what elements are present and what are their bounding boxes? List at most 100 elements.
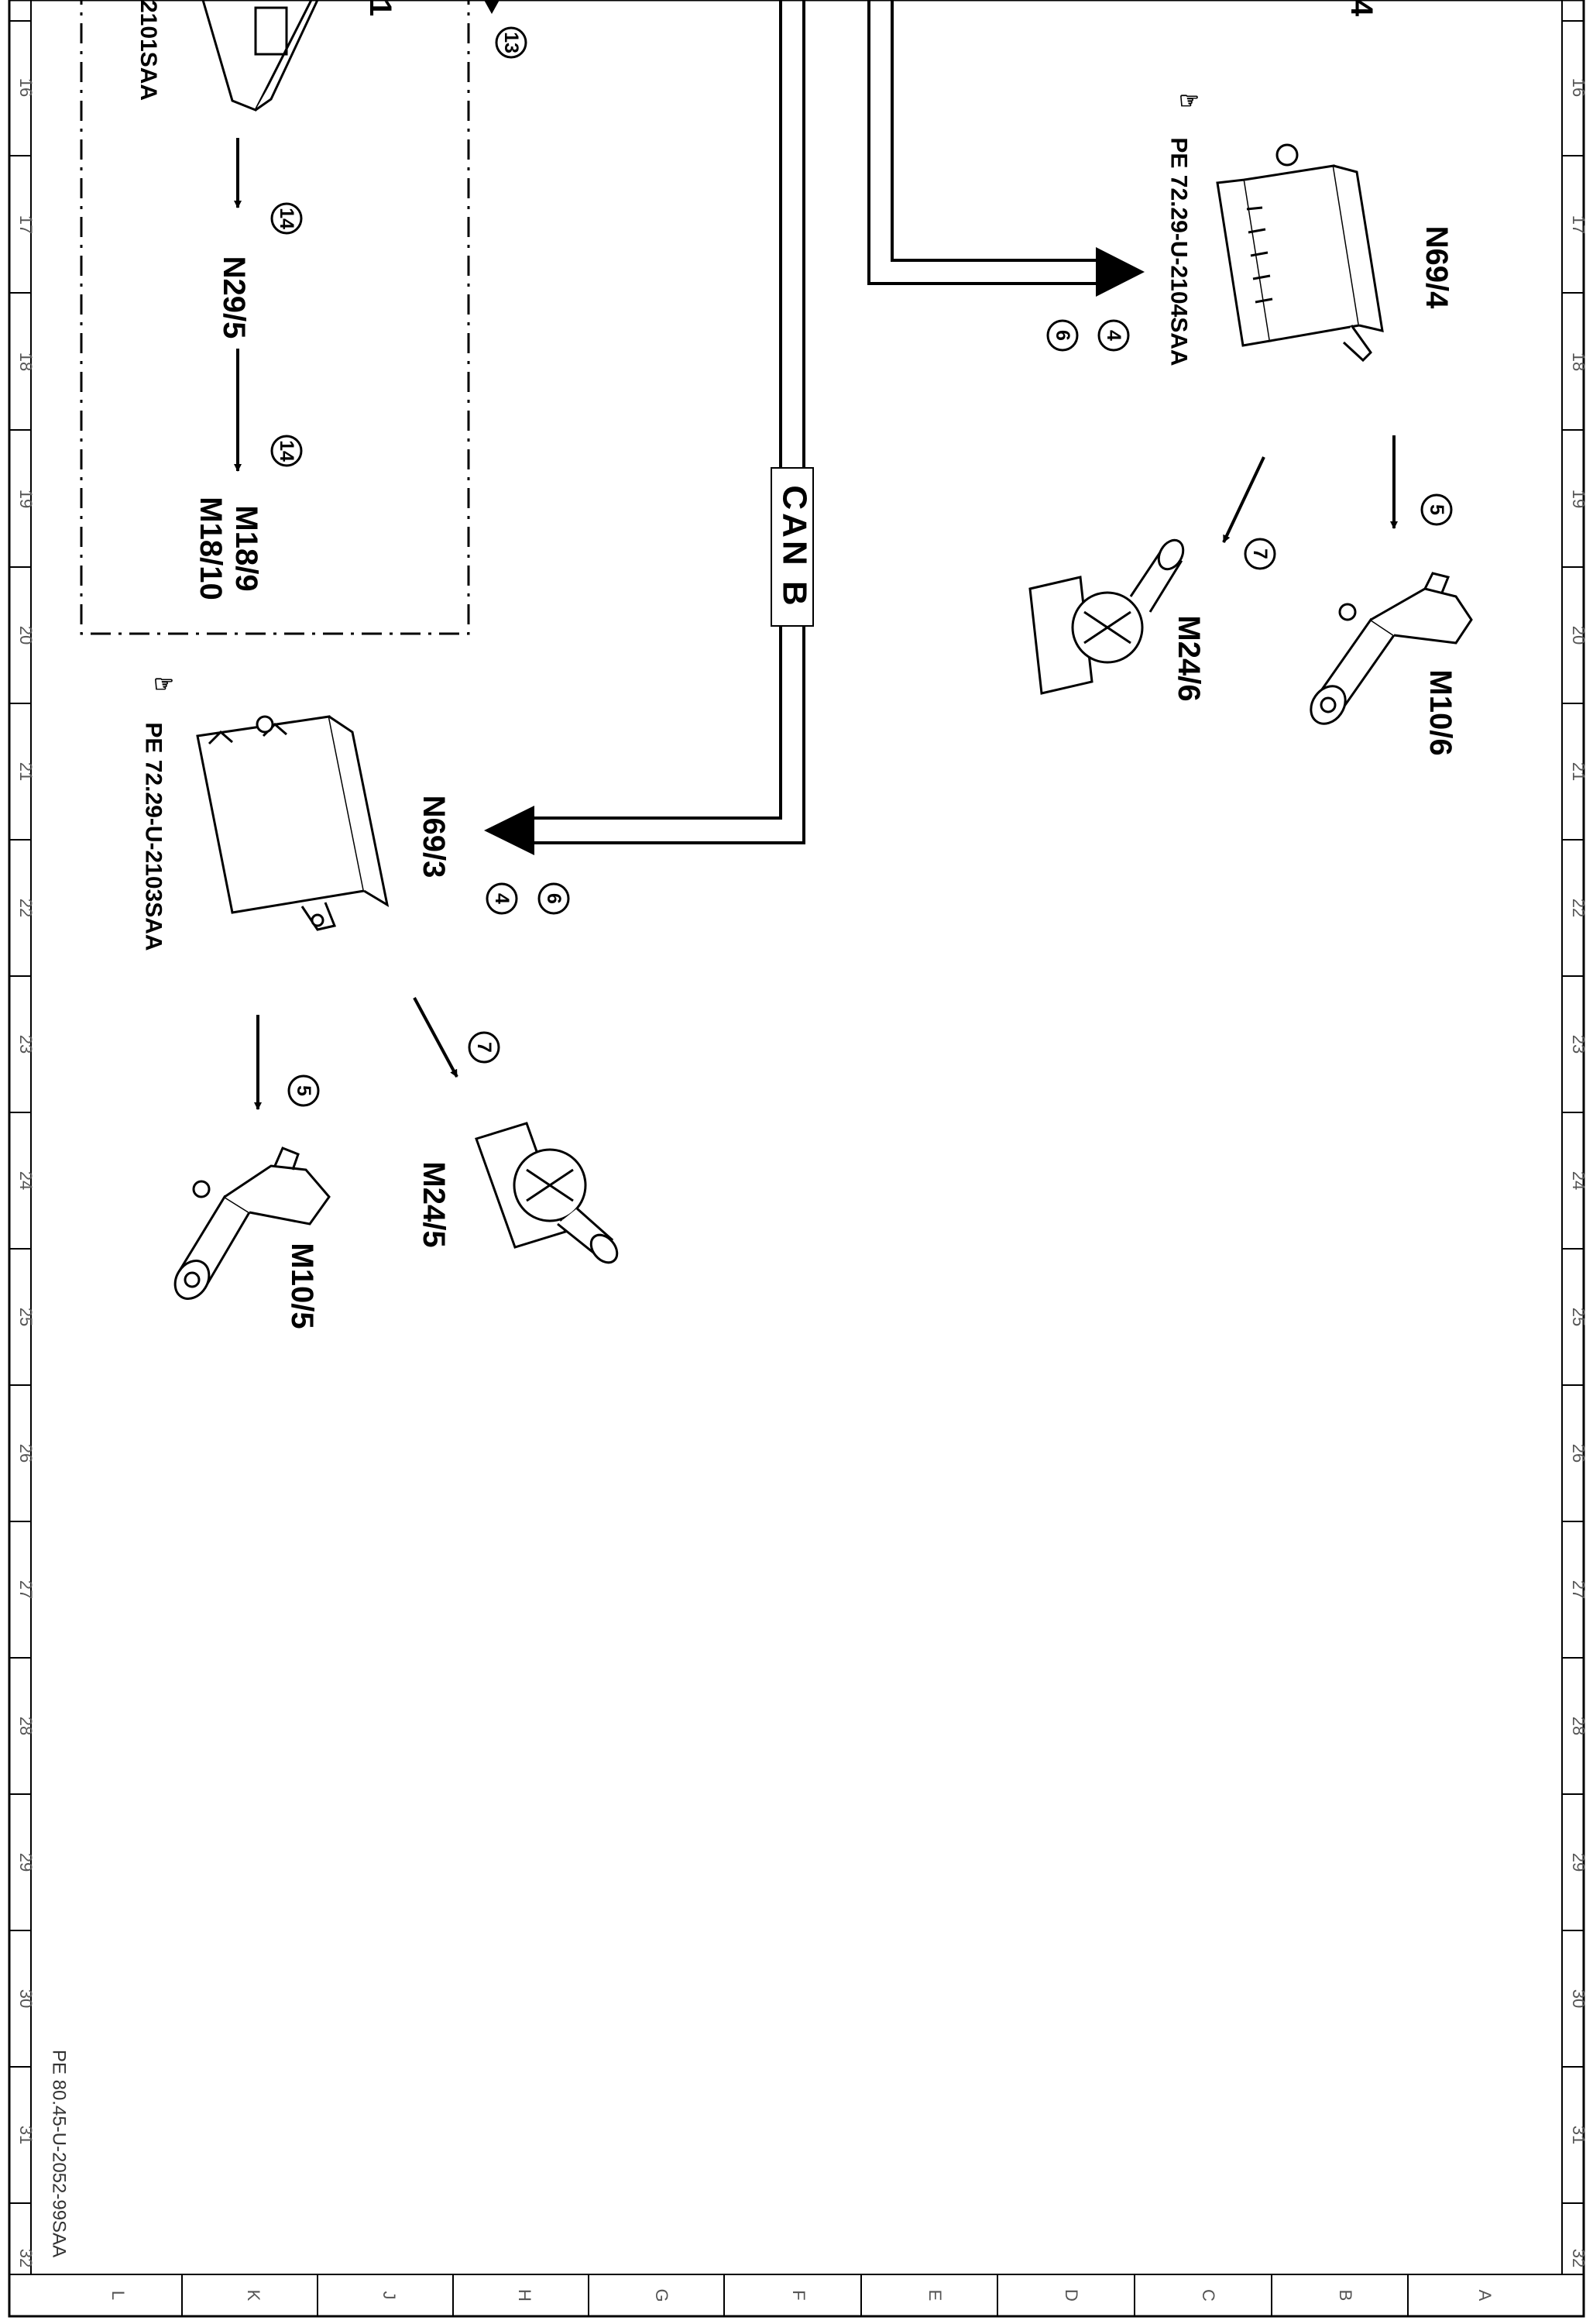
svg-text:24: 24	[1569, 1171, 1588, 1190]
partial-top-right-label: 4	[1344, 0, 1378, 17]
pointing-hand-icon-2: ☞	[153, 672, 174, 697]
n69-4-module-graphic	[1216, 143, 1384, 363]
svg-text:CAN B: CAN B	[775, 485, 813, 608]
row-label-right-30: 30	[1569, 1989, 1588, 2008]
can-b-label-box	[771, 467, 814, 627]
svg-text:21: 21	[16, 762, 36, 781]
row-label-left-30: 30	[16, 1989, 36, 2008]
svg-text:29: 29	[16, 1853, 36, 1872]
m24-5-label: M24/5	[417, 1161, 451, 1247]
col-label-H: H	[515, 2289, 534, 2302]
m24-5-motor-graphic	[475, 1122, 619, 1264]
marker-4-n69-3: 4	[486, 882, 518, 915]
svg-text:M10/6: M10/6	[1423, 669, 1457, 755]
col-label-J: J	[379, 2291, 399, 2300]
svg-text:6: 6	[543, 893, 565, 904]
svg-text:C: C	[1199, 2289, 1218, 2302]
svg-text:4: 4	[491, 893, 513, 904]
svg-text:G: G	[652, 2288, 671, 2302]
can-b-bus	[534, 0, 805, 844]
svg-text:E: E	[925, 2290, 945, 2302]
arrow-to-m24-6	[1222, 456, 1265, 543]
row-label-left-20: 20	[16, 626, 36, 645]
branch-arrowhead-to-n69-4	[1096, 247, 1145, 297]
svg-text:26: 26	[1569, 1444, 1588, 1463]
row-label-left-16: 16	[16, 78, 36, 97]
row-label-right-24: 24	[1569, 1171, 1588, 1190]
svg-text:19: 19	[1569, 490, 1588, 508]
n69-3-ref: ☞ PE 72.29-U-2103SAA	[141, 672, 174, 951]
marker-6-n69-3: 6	[537, 882, 570, 915]
svg-text:13: 13	[500, 32, 522, 53]
col-label-K: K	[244, 2290, 263, 2302]
drawing-frame	[8, 0, 1585, 2318]
svg-text:23: 23	[1569, 1035, 1588, 1054]
n69-3-module-graphic	[196, 715, 390, 931]
svg-text:32: 32	[1569, 2249, 1588, 2267]
can-b-label: CAN B	[775, 485, 813, 608]
row-labels: 16 17 18 19 20 21 22 23 24 25 26 27 28 2…	[16, 78, 1588, 2267]
svg-text:24: 24	[16, 1171, 36, 1190]
svg-text:6: 6	[1052, 330, 1073, 341]
arrow-into-marker-13	[484, 0, 500, 14]
column-tick-marks	[181, 2274, 1409, 2316]
svg-text:26: 26	[16, 1444, 36, 1463]
svg-text:M18/9: M18/9	[229, 505, 263, 591]
svg-text:17: 17	[1569, 215, 1588, 234]
svg-text:L: L	[108, 2291, 128, 2300]
row-label-left-21: 21	[16, 762, 36, 781]
svg-text:22: 22	[1569, 899, 1588, 917]
svg-text:D: D	[1062, 2289, 1081, 2302]
arrow-to-m24-5	[413, 997, 458, 1078]
row-label-right-28: 28	[1569, 1717, 1588, 1735]
svg-text:N69/4: N69/4	[1420, 226, 1454, 309]
svg-text:17: 17	[16, 215, 36, 234]
svg-text:-2101SAA: -2101SAA	[136, 0, 161, 101]
svg-text:27: 27	[1569, 1580, 1588, 1599]
svg-text:19: 19	[16, 490, 36, 508]
svg-text:N29/5: N29/5	[217, 256, 251, 339]
svg-text:PE 72.29-U-2104SAA: PE 72.29-U-2104SAA	[1166, 137, 1192, 366]
col-label-E: E	[925, 2290, 945, 2302]
svg-text:5: 5	[1426, 504, 1447, 515]
marker-7-n69-4: 7	[1244, 538, 1276, 570]
row-label-right-31: 31	[1569, 2126, 1588, 2144]
svg-text:B: B	[1336, 2290, 1355, 2302]
row-label-right-20: 20	[1569, 626, 1588, 645]
n69-3-label: N69/3	[417, 796, 451, 878]
row-label-right-32: 32	[1569, 2249, 1588, 2267]
svg-text:4: 4	[1344, 0, 1378, 17]
svg-text:PE 72.29-U-2103SAA: PE 72.29-U-2103SAA	[141, 722, 167, 951]
row-label-left-29: 29	[16, 1853, 36, 1872]
n69-4-ref: ☞ PE 72.29-U-2104SAA	[1166, 88, 1200, 366]
svg-text:25: 25	[1569, 1308, 1588, 1326]
svg-text:M24/5: M24/5	[417, 1161, 451, 1247]
row-label-right-17: 17	[1569, 215, 1588, 234]
pointing-hand-icon: ☞	[1179, 88, 1200, 114]
m10-5-motor-graphic	[173, 1147, 331, 1300]
svg-text:M10/5: M10/5	[285, 1243, 319, 1329]
svg-text:23: 23	[16, 1035, 36, 1054]
svg-text:N69/3: N69/3	[417, 796, 451, 878]
row-label-left-24: 24	[16, 1171, 36, 1190]
row-label-right-22: 22	[1569, 899, 1588, 917]
label-m18-9: M18/9	[229, 505, 263, 591]
row-label-right-27: 27	[1569, 1580, 1588, 1599]
row-label-right-18: 18	[1569, 352, 1588, 371]
row-label-left-23: 23	[16, 1035, 36, 1054]
row-label-right-25: 25	[1569, 1308, 1588, 1326]
row-label-right-26: 26	[1569, 1444, 1588, 1463]
col-label-B: B	[1336, 2290, 1355, 2302]
row-label-left-28: 28	[16, 1717, 36, 1735]
svg-text:25: 25	[16, 1308, 36, 1326]
svg-text:20: 20	[1569, 626, 1588, 645]
marker-5-n69-3: 5	[287, 1074, 320, 1107]
svg-text:A: A	[1475, 2290, 1495, 2302]
svg-text:28: 28	[16, 1717, 36, 1735]
svg-text:18: 18	[16, 352, 36, 371]
marker-13: 13	[495, 26, 527, 59]
m24-6-motor-graphic	[1028, 538, 1185, 695]
col-label-L: L	[108, 2291, 128, 2300]
col-label-F: F	[789, 2290, 809, 2300]
partial-module-ref: -2101SAA	[136, 0, 161, 101]
